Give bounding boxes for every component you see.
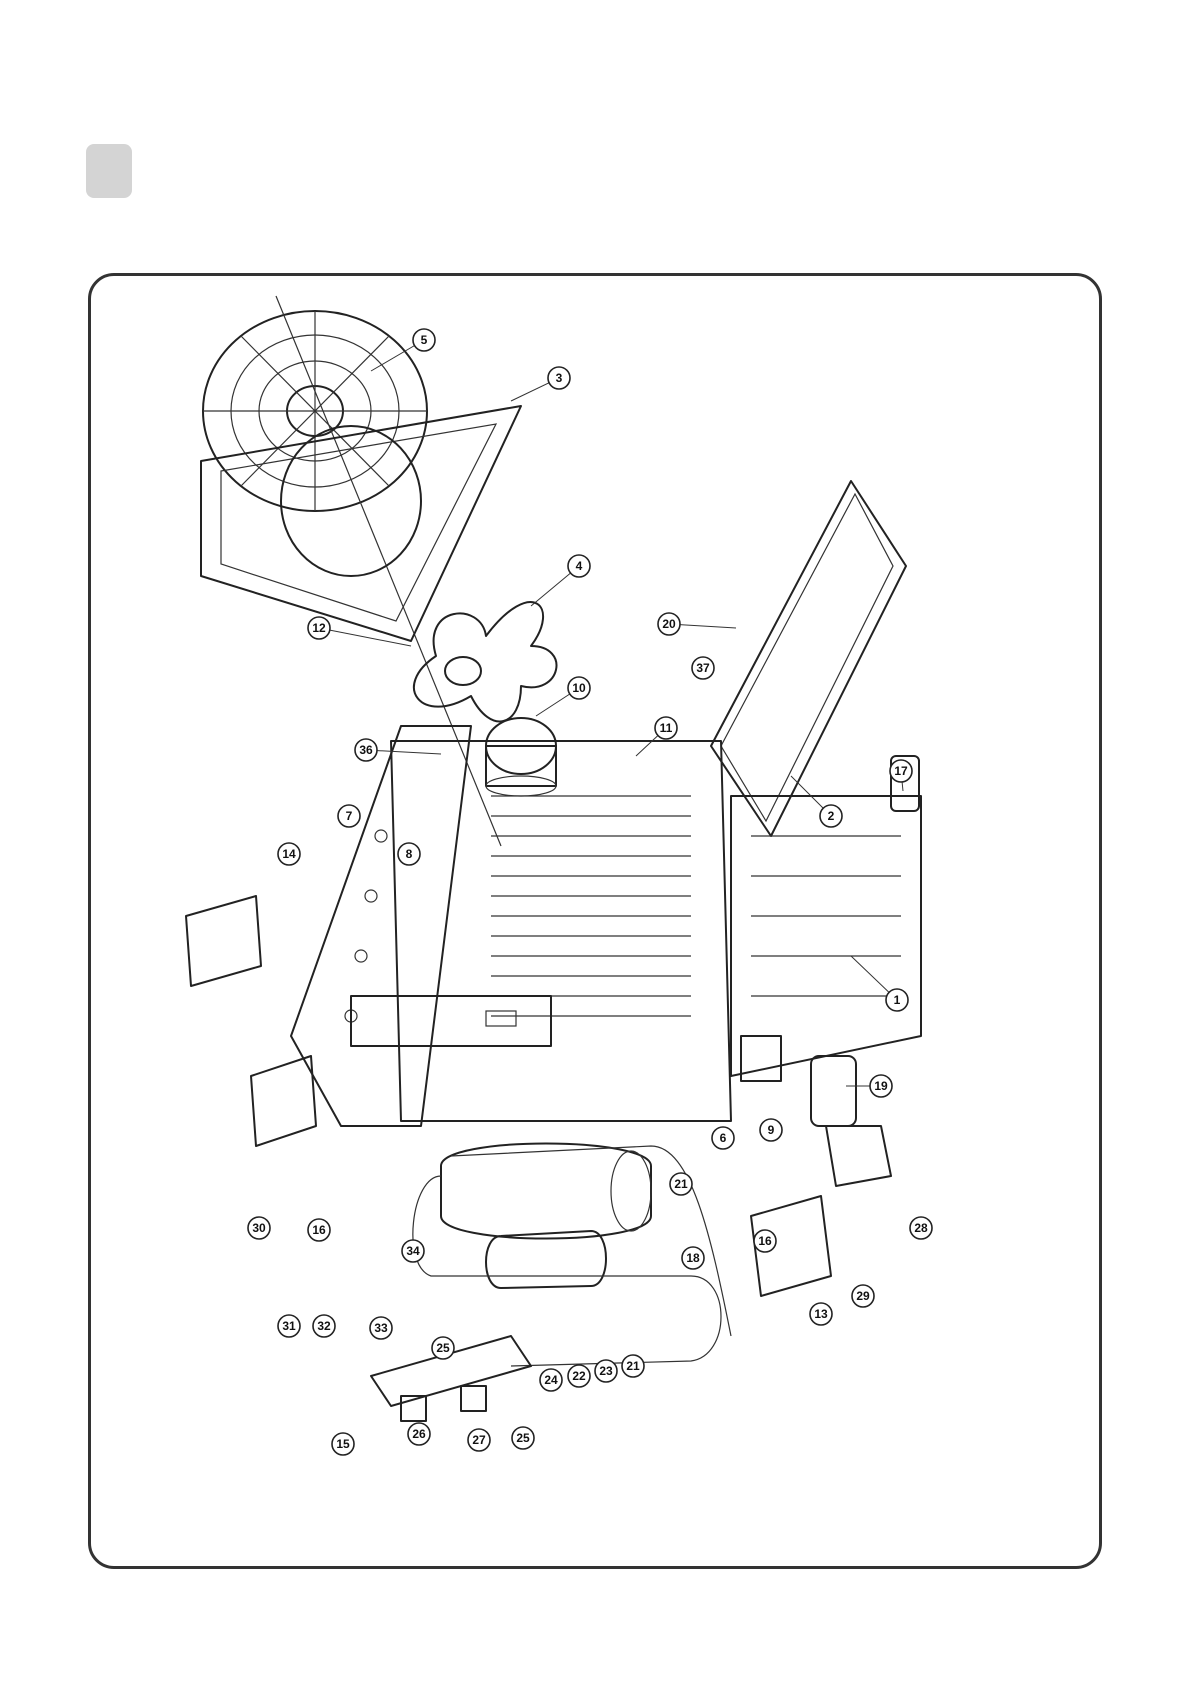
callout-21a-label: 21 [626,1359,640,1373]
callout-8-label: 8 [406,847,413,861]
callout-27-label: 27 [472,1433,486,1447]
bracket-top [186,896,261,986]
callout-20-label: 20 [662,617,676,631]
callout-24: 24 [540,1369,562,1391]
base-chassis [291,726,471,1126]
callout-24-label: 24 [544,1373,558,1387]
accumulator [486,1231,606,1288]
callout-9-label: 9 [768,1123,775,1137]
callout-25b-label: 25 [516,1431,530,1445]
callout-34-label: 34 [406,1244,420,1258]
fan-blade [414,602,557,721]
callout-2: 2 [820,805,842,827]
callout-12: 12 [308,617,330,639]
bracket-30 [251,1056,316,1146]
exploded-view-frame: 1 2 3 4 5 6 7 8 9 10 11 [88,273,1102,1569]
callout-23-label: 23 [599,1364,613,1378]
callout-26-label: 26 [412,1427,426,1441]
callout-13-label: 13 [814,1307,828,1321]
callout-4: 4 [568,555,590,577]
callout-4-label: 4 [576,559,583,573]
callout-25a-label: 25 [436,1341,450,1355]
callout-34: 34 [402,1240,424,1262]
fan-motor [486,718,556,796]
callout-6-label: 6 [720,1131,727,1145]
callout-16a-label: 16 [312,1223,326,1237]
callout-7: 7 [338,805,360,827]
callout-3: 3 [548,367,570,389]
callout-6: 6 [712,1127,734,1149]
callout-17: 17 [890,760,912,782]
callout-31: 31 [278,1315,300,1337]
callout-11-label: 11 [660,721,673,735]
capacitor [811,1056,856,1126]
callout-25b: 25 [512,1427,534,1449]
callout-13: 13 [810,1303,832,1325]
callout-16b: 16 [754,1230,776,1252]
callout-33: 33 [370,1317,392,1339]
callout-8: 8 [398,843,420,865]
callout-7-label: 7 [346,809,353,823]
callout-5: 5 [413,329,435,351]
callout-15: 15 [332,1433,354,1455]
callout-5-label: 5 [421,333,428,347]
callout-9: 9 [760,1119,782,1141]
exploded-view-diagram: 1 2 3 4 5 6 7 8 9 10 11 [91,276,1099,1566]
callout-33-label: 33 [374,1321,388,1335]
callout-36: 36 [355,739,377,761]
callout-28: 28 [910,1217,932,1239]
callout-19: 19 [870,1075,892,1097]
callout-27: 27 [468,1429,490,1451]
condenser-coil [391,741,731,1121]
callout-37-label: 37 [696,661,710,675]
fan-guard [203,296,501,846]
callout-1: 1 [886,989,908,1011]
callout-11: 11 [655,717,677,739]
callout-32-label: 32 [317,1319,331,1333]
callout-16a: 16 [308,1219,330,1241]
callout-1-label: 1 [894,993,901,1007]
callout-30-label: 30 [252,1221,266,1235]
section-marker [86,144,132,198]
callout-36-label: 36 [359,743,373,757]
callout-22-label: 22 [572,1369,586,1383]
callout-21b-label: 21 [674,1177,688,1191]
callout-15-label: 15 [336,1437,350,1451]
callout-14: 14 [278,843,300,865]
leader-lines [319,340,903,1086]
callout-22: 22 [568,1365,590,1387]
callout-18-label: 18 [686,1251,700,1265]
callout-10-label: 10 [572,681,586,695]
callout-30: 30 [248,1217,270,1239]
callout-16b-label: 16 [758,1234,772,1248]
callout-3-label: 3 [556,371,563,385]
power-cord-box [826,1126,891,1186]
side-panel [731,796,921,1076]
callout-17-label: 17 [894,764,908,778]
callout-25a: 25 [432,1337,454,1359]
callout-21a: 21 [622,1355,644,1377]
callout-12-label: 12 [312,621,326,635]
control-box [351,996,551,1046]
callout-14-label: 14 [282,847,296,861]
callout-18: 18 [682,1247,704,1269]
callout-29-label: 29 [856,1289,870,1303]
callout-37: 37 [692,657,714,679]
top-cover [711,481,906,836]
front-panel [201,406,521,641]
callout-28-label: 28 [914,1221,928,1235]
callout-26: 26 [408,1423,430,1445]
callout-32: 32 [313,1315,335,1337]
callout-20: 20 [658,613,680,635]
callout-21b: 21 [670,1173,692,1195]
callout-23: 23 [595,1360,617,1382]
relay [741,1036,781,1081]
compressor [441,1144,651,1239]
callout-19-label: 19 [874,1079,888,1093]
callout-31-label: 31 [282,1319,296,1333]
callout-10: 10 [568,677,590,699]
callout-2-label: 2 [828,809,835,823]
callout-29: 29 [852,1285,874,1307]
